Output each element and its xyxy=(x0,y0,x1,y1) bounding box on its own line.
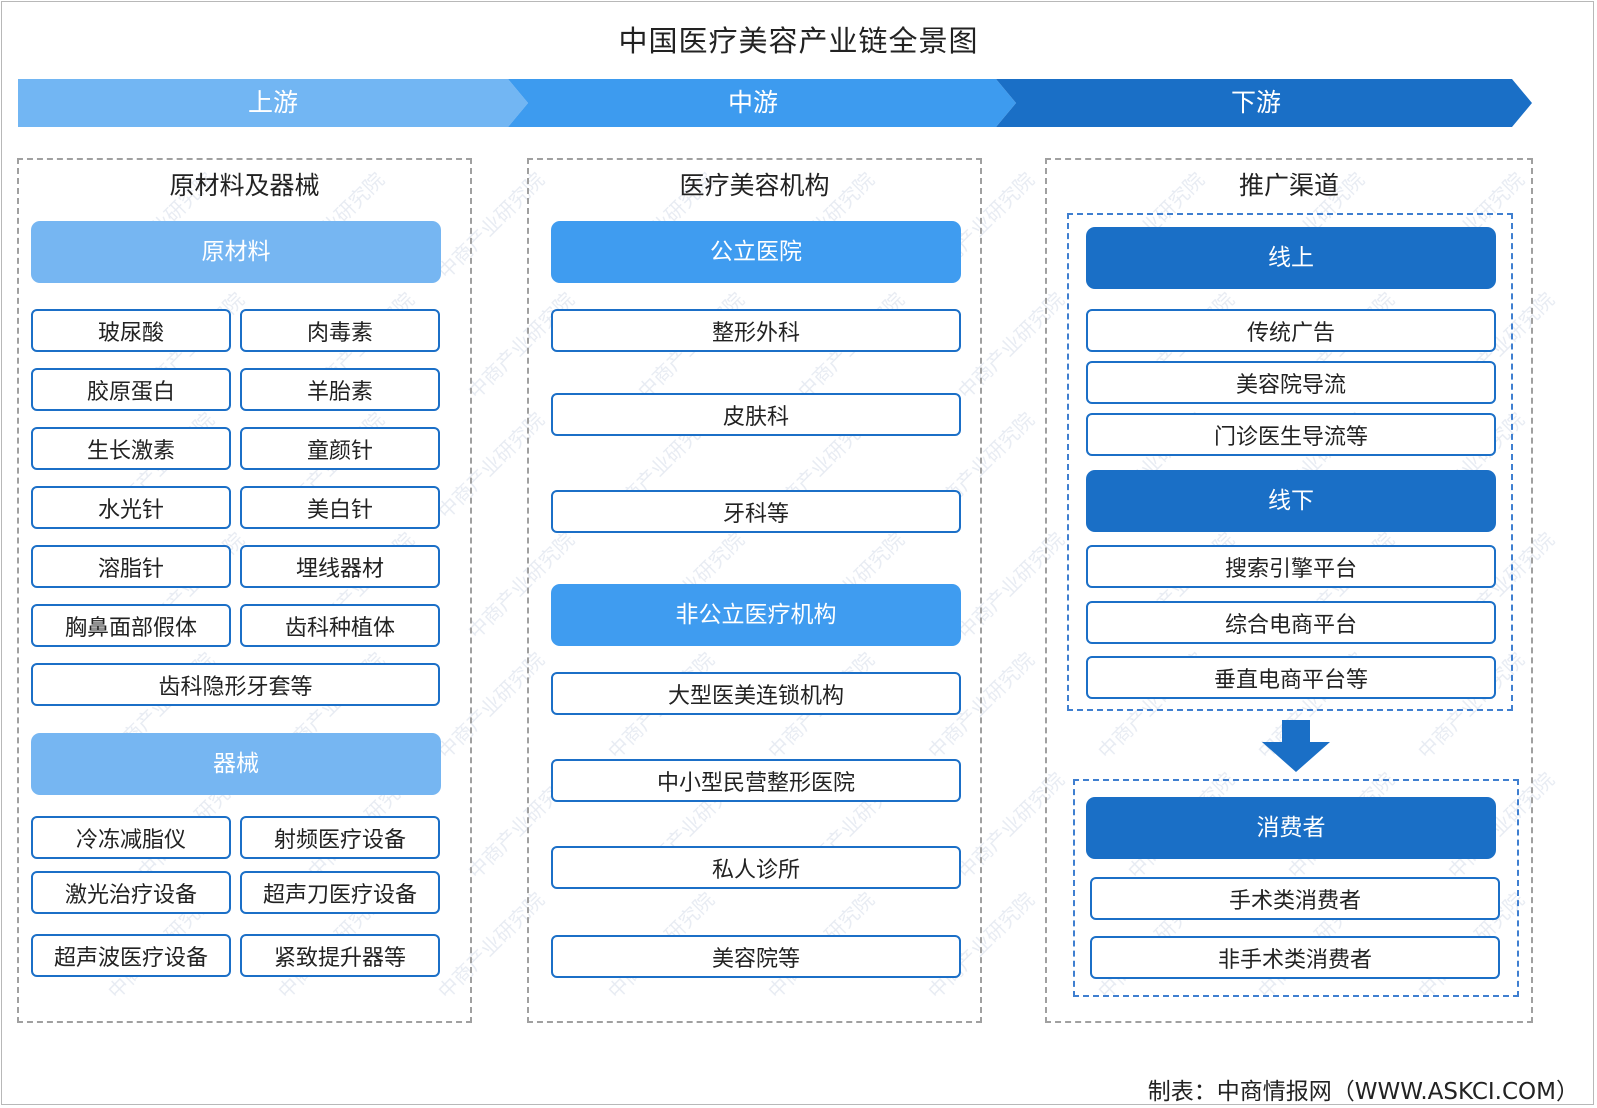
consumer-item: 非手术类消费者 xyxy=(1090,936,1500,979)
stage-arrow-banner xyxy=(18,79,1532,127)
raw-item: 肉毒素 xyxy=(240,309,440,352)
stage-label-upstream: 上游 xyxy=(247,88,298,117)
raw-item: 埋线器材 xyxy=(240,545,440,588)
raw-materials-header: 原材料 xyxy=(31,221,441,283)
stage-label-midstream: 中游 xyxy=(727,88,778,117)
down-arrow-icon xyxy=(1262,720,1330,772)
private-item: 中小型民营整形医院 xyxy=(551,759,961,802)
upstream-panel xyxy=(17,158,472,1023)
raw-item: 齿科隐形牙套等 xyxy=(31,663,440,706)
private-item: 私人诊所 xyxy=(551,846,961,889)
page-title: 中国医疗美容产业链全景图 xyxy=(618,24,979,58)
public-item: 皮肤科 xyxy=(551,393,961,436)
source-footer: 制表：中商情报网（WWW.ASKCI.COM） xyxy=(1147,1079,1579,1105)
public-item: 牙科等 xyxy=(551,490,961,533)
consumers-box xyxy=(1073,779,1519,997)
private-item: 大型医美连锁机构 xyxy=(551,672,961,715)
online-item: 传统广告 xyxy=(1086,309,1496,352)
raw-item: 齿科种植体 xyxy=(240,604,440,647)
device-item: 紧致提升器等 xyxy=(240,934,440,977)
online-header: 线上 xyxy=(1086,227,1496,289)
consumer-header: 消费者 xyxy=(1086,797,1496,859)
upstream-panel-title: 原材料及器械 xyxy=(169,171,320,200)
public-item: 整形外科 xyxy=(551,309,961,352)
raw-item: 溶脂针 xyxy=(31,545,231,588)
private-institution-header: 非公立医疗机构 xyxy=(551,584,961,646)
downstream-panel-title: 推广渠道 xyxy=(1238,171,1339,200)
raw-item: 生长激素 xyxy=(31,427,231,470)
stage-label-downstream: 下游 xyxy=(1230,88,1281,117)
midstream-panel-title: 医疗美容机构 xyxy=(679,171,830,200)
raw-item: 玻尿酸 xyxy=(31,309,231,352)
offline-header: 线下 xyxy=(1086,470,1496,532)
raw-item: 胸鼻面部假体 xyxy=(31,604,231,647)
downstream-panel xyxy=(1045,158,1533,1023)
device-item: 激光治疗设备 xyxy=(31,871,231,914)
stage-arrow-downstream xyxy=(996,79,1532,127)
device-item: 超声刀医疗设备 xyxy=(240,871,440,914)
online-item: 美容院导流 xyxy=(1086,361,1496,404)
private-item: 美容院等 xyxy=(551,935,961,978)
raw-item: 羊胎素 xyxy=(240,368,440,411)
public-hospital-header: 公立医院 xyxy=(551,221,961,283)
channels-box xyxy=(1067,213,1513,711)
devices-header: 器械 xyxy=(31,733,441,795)
raw-item: 童颜针 xyxy=(240,427,440,470)
device-item: 射频医疗设备 xyxy=(240,816,440,859)
raw-item: 水光针 xyxy=(31,486,231,529)
offline-item: 搜索引擎平台 xyxy=(1086,545,1496,588)
device-item: 超声波医疗设备 xyxy=(31,934,231,977)
stage-arrow-midstream xyxy=(508,79,1016,127)
offline-item: 垂直电商平台等 xyxy=(1086,656,1496,699)
raw-item: 胶原蛋白 xyxy=(31,368,231,411)
online-item: 门诊医生导流等 xyxy=(1086,413,1496,456)
consumer-item: 手术类消费者 xyxy=(1090,877,1500,920)
stage-arrow-upstream xyxy=(18,79,528,127)
device-item: 冷冻减脂仪 xyxy=(31,816,231,859)
midstream-panel xyxy=(527,158,982,1023)
raw-item: 美白针 xyxy=(240,486,440,529)
offline-item: 综合电商平台 xyxy=(1086,601,1496,644)
